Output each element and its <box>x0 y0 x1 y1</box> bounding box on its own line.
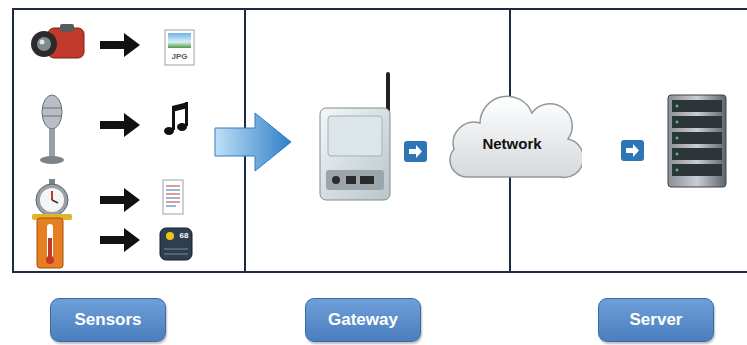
jpg-file-icon <box>165 30 194 65</box>
file-type-label: JPG <box>171 53 187 61</box>
section-button: Server <box>598 298 714 342</box>
log-document-icon <box>163 180 183 214</box>
network-cloud: Network <box>442 95 582 191</box>
camera-icon <box>31 24 84 58</box>
button-label: Gateway <box>328 310 398 330</box>
flow-arrow <box>215 113 291 171</box>
temperature-value: 68 <box>180 232 189 240</box>
panel-frame <box>12 9 747 272</box>
button-label: Sensors <box>74 310 141 330</box>
microphone-icon <box>40 95 64 164</box>
gateway-device <box>320 74 390 200</box>
section-button: Gateway <box>305 298 421 342</box>
thermometer-icon <box>37 218 63 268</box>
music-note-icon <box>164 102 188 135</box>
conversion-arrow <box>100 33 140 252</box>
server-rack <box>668 95 726 187</box>
timer-icon <box>32 179 72 220</box>
weather-widget-icon <box>160 228 192 260</box>
section-button: Sensors <box>50 298 166 342</box>
cloud-label: Network <box>482 135 541 152</box>
button-label: Server <box>630 310 683 330</box>
